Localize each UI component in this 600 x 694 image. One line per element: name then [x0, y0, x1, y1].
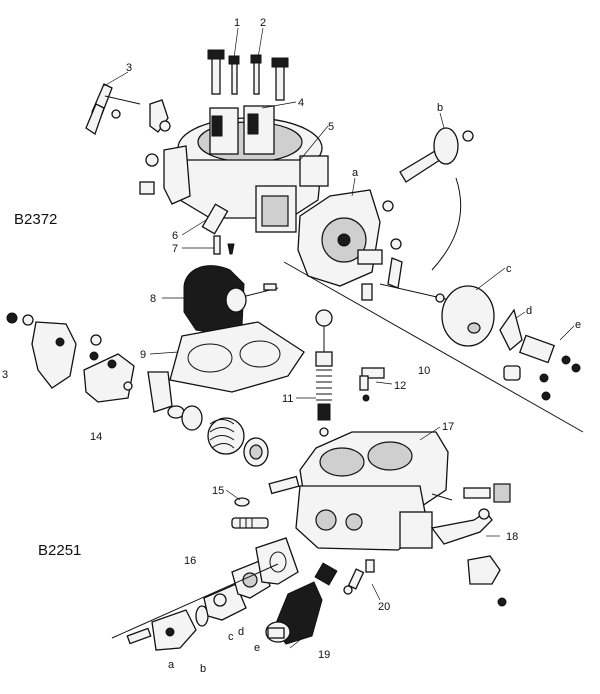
callout-c-lower: c	[228, 631, 234, 643]
callout-11: 11	[282, 393, 293, 405]
carburetor-top-cover	[139, 105, 329, 233]
top-screws	[207, 49, 289, 101]
callout-e-lower: e	[254, 642, 260, 654]
callout-b-lower: b	[200, 663, 206, 675]
callout-14: 14	[90, 431, 102, 443]
callout-7: 7	[172, 243, 178, 255]
accelerator-pump-11	[315, 309, 333, 437]
carburetor-body-17	[268, 431, 511, 551]
callout-2: 2	[260, 17, 266, 29]
small-parts-6-7	[201, 203, 235, 255]
solenoid-19	[265, 562, 338, 645]
throttle-linkage-18	[430, 508, 507, 607]
callout-d-lower: d	[238, 626, 244, 638]
bracket-14	[83, 353, 135, 403]
callout-17: 17	[442, 421, 454, 433]
choke-shaft-assembly	[379, 257, 581, 401]
throttle-lever-upper	[85, 83, 171, 136]
model-code-lower: B2251	[38, 542, 81, 559]
callout-20: 20	[378, 601, 390, 613]
callout-e-upper: e	[575, 319, 581, 331]
callout-a-lower: a	[168, 659, 175, 671]
vacuum-diaphragm-b	[399, 127, 474, 271]
gasket-9	[169, 321, 305, 393]
bracket-10	[283, 261, 584, 433]
callout-3-lower: 3	[2, 369, 8, 381]
callout-b-upper: b	[437, 102, 443, 114]
callout-4: 4	[298, 97, 304, 109]
callout-c-upper: c	[506, 263, 512, 275]
callout-18: 18	[506, 531, 518, 543]
callout-12: 12	[394, 380, 406, 392]
adjuster-20	[343, 559, 375, 595]
check-valve-12	[359, 367, 385, 402]
callout-d-upper: d	[526, 305, 532, 317]
callout-5: 5	[328, 121, 334, 133]
leader-lines	[103, 27, 575, 649]
idle-jet-15	[231, 497, 269, 529]
callout-8: 8	[150, 293, 156, 305]
bracket-16	[111, 563, 279, 639]
choke-housing-upper	[297, 189, 402, 301]
choke-kit-16	[126, 537, 299, 651]
callout-10: 10	[418, 365, 430, 377]
callout-9: 9	[140, 349, 146, 361]
callout-a-upper: a	[352, 167, 359, 179]
linkage-springs	[147, 371, 269, 467]
callout-1: 1	[234, 17, 240, 29]
callout-6: 6	[172, 230, 178, 242]
callout-16: 16	[184, 555, 196, 567]
choke-thermostat-cover-8	[183, 265, 279, 335]
throttle-lever-lower	[6, 312, 102, 389]
callout-15: 15	[212, 485, 224, 497]
model-code-upper: B2372	[14, 211, 57, 228]
callout-3-upper: 3	[126, 62, 132, 74]
callout-19: 19	[318, 649, 330, 661]
